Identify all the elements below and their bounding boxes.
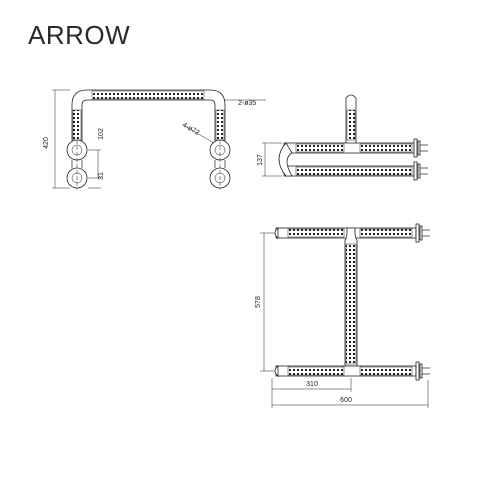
- dim-31: 31: [98, 172, 105, 180]
- side-view: 137: [257, 94, 428, 181]
- top-view: [274, 223, 430, 381]
- dim-102: 102: [98, 128, 105, 140]
- brand-title: ARROW: [28, 20, 131, 50]
- dim-tube-diameter: 2-ø35: [238, 100, 256, 107]
- dim-310: 310: [306, 381, 318, 388]
- front-view: [66, 89, 231, 190]
- dim-578: 578: [255, 296, 262, 308]
- dim-hole-spec: 4-ø72: [181, 122, 200, 137]
- dim-600: 600: [340, 397, 352, 404]
- dim-137: 137: [257, 154, 264, 166]
- top-dimensions: 578 310 600: [255, 232, 429, 408]
- dim-420: 420: [43, 137, 50, 149]
